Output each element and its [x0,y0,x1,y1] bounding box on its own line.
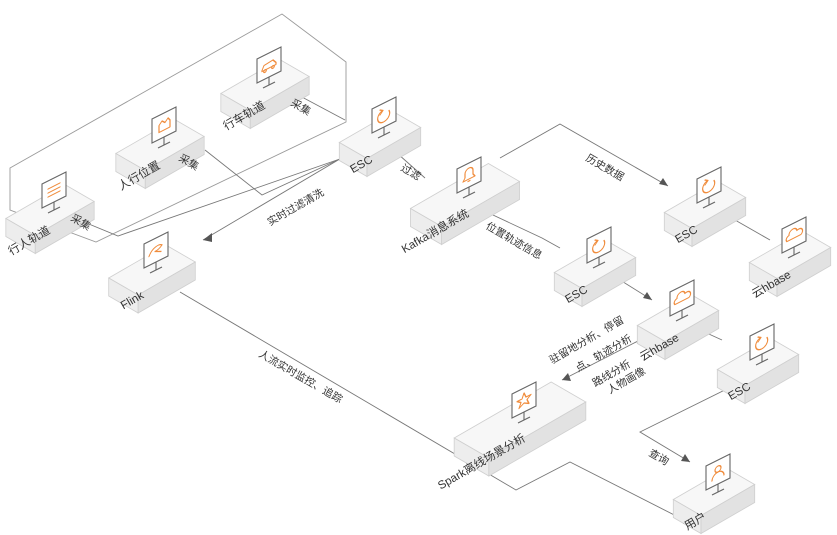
node-cloud-hbase-history: 云hbase [748,216,832,301]
node-esc-query: ESC [716,323,800,405]
monitor [371,96,397,139]
monitor [705,453,731,496]
connector-track-to-esc [83,151,361,237]
cloud-icon [785,227,804,243]
monitor [749,323,775,366]
arrow-to-user [681,454,690,462]
edge-label-flow-monitor: 人流实时监控、追踪 [257,347,346,406]
edge-label-history: 历史数据 [584,151,627,184]
node-pedestrian-position: 人行位置 [115,106,205,193]
user-icon [711,464,725,482]
arrow-to-esc-history [659,178,668,186]
edge-label-realtime: 实时过滤清洗 [265,186,326,229]
monitor [456,156,482,199]
monitor [41,171,67,214]
node-pedestrian-track: 行人轨道 [5,171,95,258]
cloud-icon [673,290,692,306]
refresh-icon [377,109,391,124]
refresh-icon [592,239,606,254]
node-esc-main: ESC [338,96,422,178]
arrow-to-spark [562,373,571,381]
node-cloud-hbase: 云hbase [636,279,720,364]
connectors [83,95,771,525]
node-spark: Spark离线场景分析 [435,381,587,492]
node-vehicle-track: 行车轨道 [220,46,310,133]
edge-label-position: 位置轨迹信息 [484,219,545,262]
arrow-to-flink [203,233,212,242]
connector-esc-query-to-user [639,379,746,463]
connector-kafka-to-esc-history [499,123,669,187]
monitor [143,231,169,274]
refresh-icon [702,179,716,194]
car-icon [261,59,277,74]
node-kafka: Kafka消息系统 [399,156,521,256]
connector-esc-to-flink [202,149,356,241]
monitor [256,46,282,89]
connector-position-to-esc [204,149,356,196]
connector-kafka-to-esc-position [477,207,561,249]
squirrel-icon [148,244,163,258]
arrow-to-hbase [643,292,652,300]
connector-esc-to-kafka [397,153,426,179]
monitor [511,381,537,424]
connector-vehicle-to-esc [299,95,346,121]
monitor [781,216,807,259]
star-icon [516,392,532,410]
monitor [696,166,722,209]
monitor [151,106,177,149]
connector-flink-to-user [179,291,693,525]
source-group-outline [9,13,347,243]
nodes: 行人轨道人行位置行车轨道ESCKafka消息系统FlinkESC云hbaseES… [5,46,832,535]
monitor [669,279,695,322]
edge-label-query: 查询 [647,446,672,468]
list-icon [47,182,61,198]
node-user: 用户 [672,453,756,535]
monitor [586,226,612,269]
node-flink: Flink [107,231,197,314]
refresh-icon [755,336,769,351]
node-esc-position: ESC [553,226,637,308]
node-esc-history: ESC [663,166,747,248]
edge-label-filter: 过滤 [399,161,424,183]
bell-icon [462,166,476,183]
connector-esc-history-to-hbase [734,219,771,241]
hand-icon [158,117,171,134]
connector-hbase-to-spark [561,339,641,381]
